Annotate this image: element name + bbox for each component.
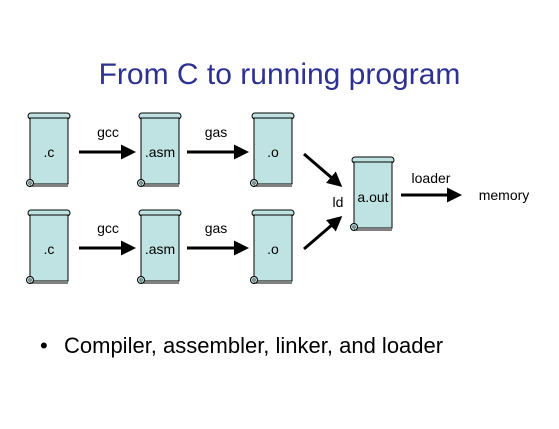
bullet-item: • Compiler, assembler, linker, and loader xyxy=(40,333,443,359)
source-label-1: .c xyxy=(44,144,55,160)
arrow-link-1 xyxy=(303,152,343,187)
slide-title: From C to running program xyxy=(98,58,461,91)
compiler-label-2: gcc xyxy=(97,220,119,236)
loader-label: loader xyxy=(412,170,451,186)
object-label-2: .o xyxy=(267,241,279,257)
source-label-2: .c xyxy=(44,241,55,257)
bullet-text: Compiler, assembler, linker, and loader xyxy=(64,333,444,358)
arrow-link-2 xyxy=(303,216,343,251)
compiler-label-1: gcc xyxy=(97,124,119,140)
object-label-1: .o xyxy=(267,144,279,160)
asm-label-1: .asm xyxy=(145,144,175,160)
assembler-label-2: gas xyxy=(205,220,228,236)
bullet-dot-icon: • xyxy=(40,333,48,358)
executable-label: a.out xyxy=(357,189,388,205)
linker-label: ld xyxy=(333,194,344,210)
asm-label-2: .asm xyxy=(145,241,175,257)
assembler-label-1: gas xyxy=(205,124,228,140)
memory-label: memory xyxy=(479,187,530,203)
